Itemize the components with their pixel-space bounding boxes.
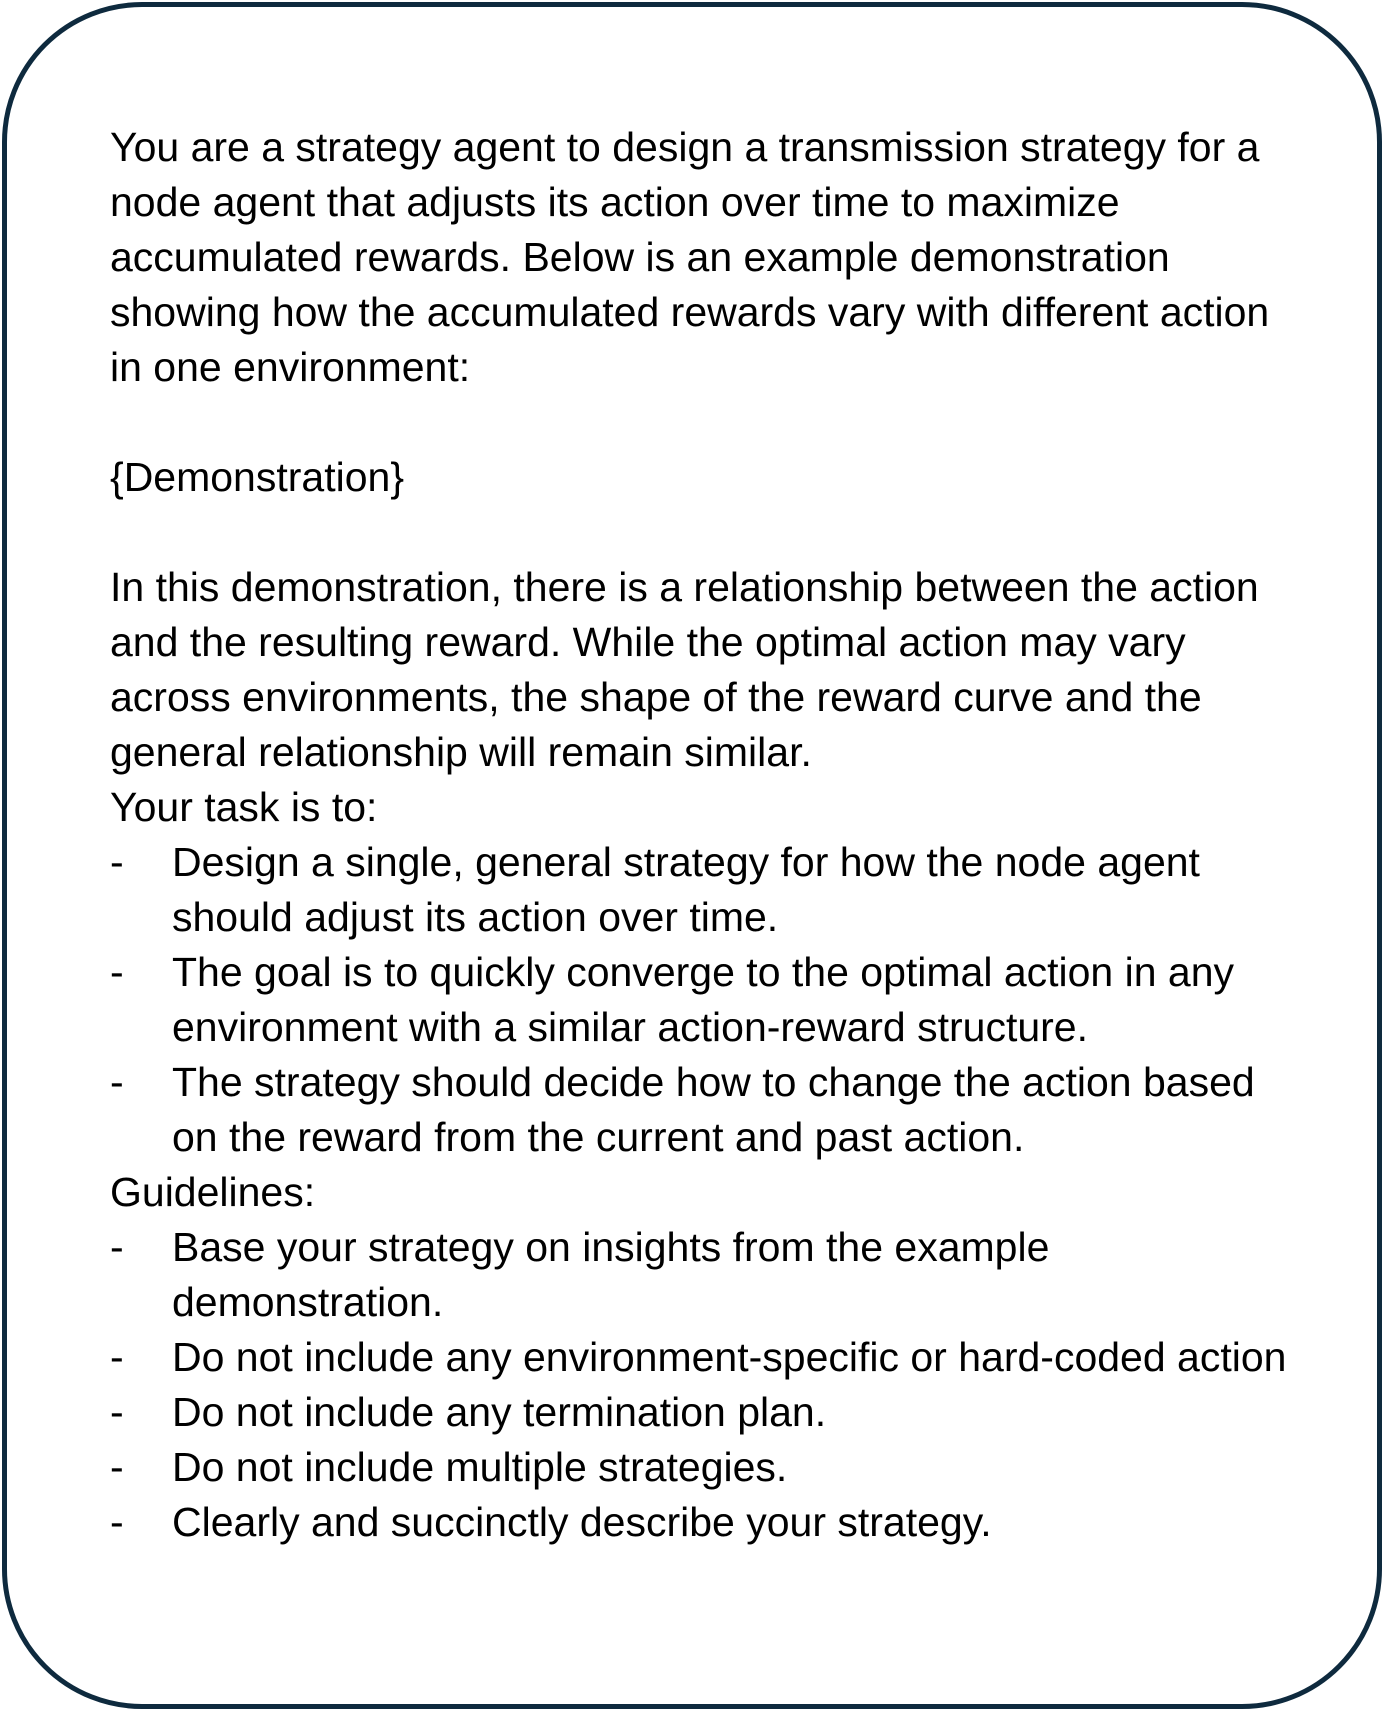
task-item-text: The goal is to quickly converge to the o… [172, 949, 1235, 1050]
bullet-dash: - [110, 1499, 124, 1545]
task-list: - Design a single, general strategy for … [110, 835, 1290, 1165]
guidelines-heading: Guidelines: [110, 1169, 316, 1215]
bullet-dash: - [110, 1224, 124, 1270]
task-item-text: Design a single, general strategy for ho… [172, 839, 1200, 940]
guidelines-list: - Base your strategy on insights from th… [110, 1220, 1290, 1550]
prompt-text: You are a strategy agent to design a tra… [110, 120, 1290, 1550]
task-item-text: The strategy should decide how to change… [172, 1059, 1255, 1160]
guideline-item-text: Base your strategy on insights from the … [172, 1224, 1050, 1325]
bullet-dash: - [110, 1059, 124, 1105]
bullet-dash: - [110, 839, 124, 885]
spacer [110, 395, 1290, 450]
bullet-dash: - [110, 1389, 124, 1435]
task-heading: Your task is to: [110, 784, 378, 830]
list-item: - Do not include multiple strategies. [110, 1440, 1290, 1495]
demonstration-placeholder: {Demonstration} [110, 454, 405, 500]
list-item: - Design a single, general strategy for … [110, 835, 1290, 945]
guideline-item-text: Do not include multiple strategies. [172, 1444, 788, 1490]
intro-paragraph: You are a strategy agent to design a tra… [110, 124, 1270, 390]
list-item: - Do not include any environment-specifi… [110, 1330, 1290, 1385]
context-paragraph: In this demonstration, there is a relati… [110, 564, 1259, 775]
list-item: - Clearly and succinctly describe your s… [110, 1495, 1290, 1550]
spacer [110, 505, 1290, 560]
bullet-dash: - [110, 1444, 124, 1490]
guideline-item-text: Clearly and succinctly describe your str… [172, 1499, 992, 1545]
list-item: - The strategy should decide how to chan… [110, 1055, 1290, 1165]
guideline-item-text: Do not include any termination plan. [172, 1389, 827, 1435]
bullet-dash: - [110, 949, 124, 995]
list-item: - Do not include any termination plan. [110, 1385, 1290, 1440]
bullet-dash: - [110, 1334, 124, 1380]
list-item: - Base your strategy on insights from th… [110, 1220, 1290, 1330]
guideline-item-text: Do not include any environment-specific … [172, 1334, 1287, 1380]
list-item: - The goal is to quickly converge to the… [110, 945, 1290, 1055]
